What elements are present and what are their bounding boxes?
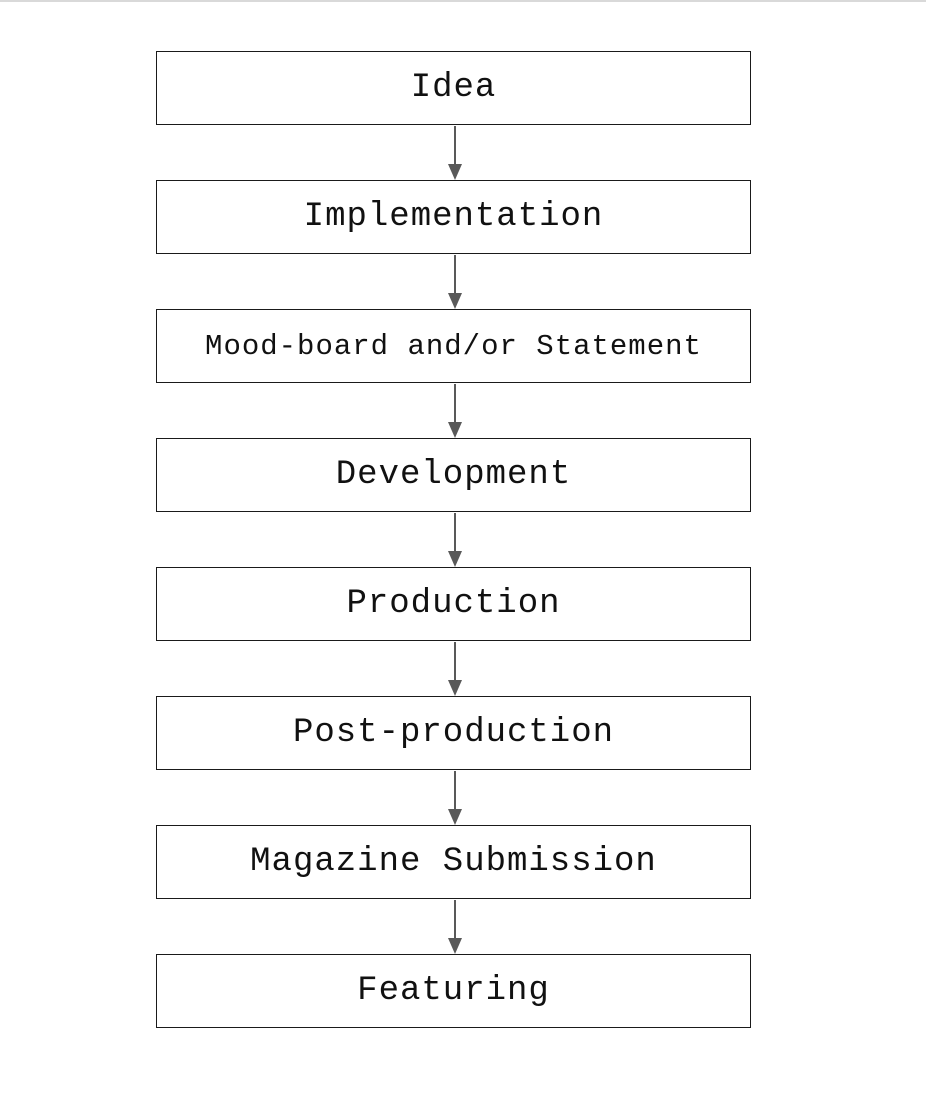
- top-divider: [0, 0, 926, 2]
- step-label: Featuring: [357, 972, 550, 1010]
- step-magazine-submission: Magazine Submission: [156, 825, 751, 899]
- step-label: Development: [335, 456, 572, 494]
- arrow-down-icon: [448, 642, 462, 696]
- step-label: Production: [346, 585, 561, 623]
- step-development: Development: [156, 438, 751, 512]
- arrow-down-icon: [448, 384, 462, 438]
- arrow-down-icon: [448, 513, 462, 567]
- step-production: Production: [156, 567, 751, 641]
- arrow-down-icon: [448, 900, 462, 954]
- arrow-down-icon: [448, 771, 462, 825]
- step-label: Idea: [410, 69, 497, 107]
- step-label: Post-production: [292, 714, 615, 752]
- step-label: Implementation: [303, 198, 604, 236]
- step-label: Mood-board and/or Statement: [205, 329, 702, 363]
- arrow-down-icon: [448, 255, 462, 309]
- step-label: Magazine Submission: [250, 843, 657, 881]
- arrow-down-icon: [448, 126, 462, 180]
- step-mood-board: Mood-board and/or Statement: [156, 309, 751, 383]
- step-idea: Idea: [156, 51, 751, 125]
- step-post-production: Post-production: [156, 696, 751, 770]
- step-implementation: Implementation: [156, 180, 751, 254]
- step-featuring: Featuring: [156, 954, 751, 1028]
